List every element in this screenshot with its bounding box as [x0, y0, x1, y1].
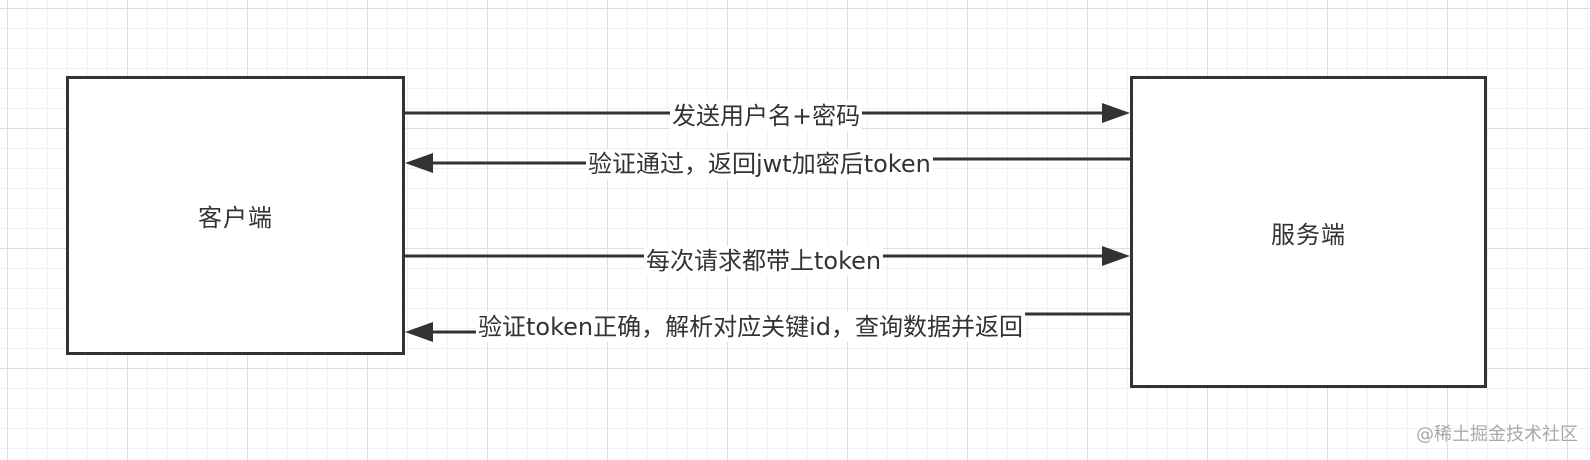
watermark-text: @稀土掘金技术社区 — [1416, 424, 1578, 445]
server-node-label: 服务端 — [1271, 220, 1346, 249]
edge-label-verify-and-return-data: 验证token正确，解析对应关键id，查询数据并返回 — [476, 312, 1026, 342]
client-node: 客户端 — [66, 76, 405, 355]
edge-label-request-with-token: 每次请求都带上token — [644, 246, 884, 276]
server-node: 服务端 — [1130, 76, 1487, 388]
edge-label-send-credentials: 发送用户名+密码 — [670, 101, 863, 131]
client-node-label: 客户端 — [198, 204, 273, 232]
edge-label-return-token: 验证通过，返回jwt加密后token — [586, 149, 933, 179]
